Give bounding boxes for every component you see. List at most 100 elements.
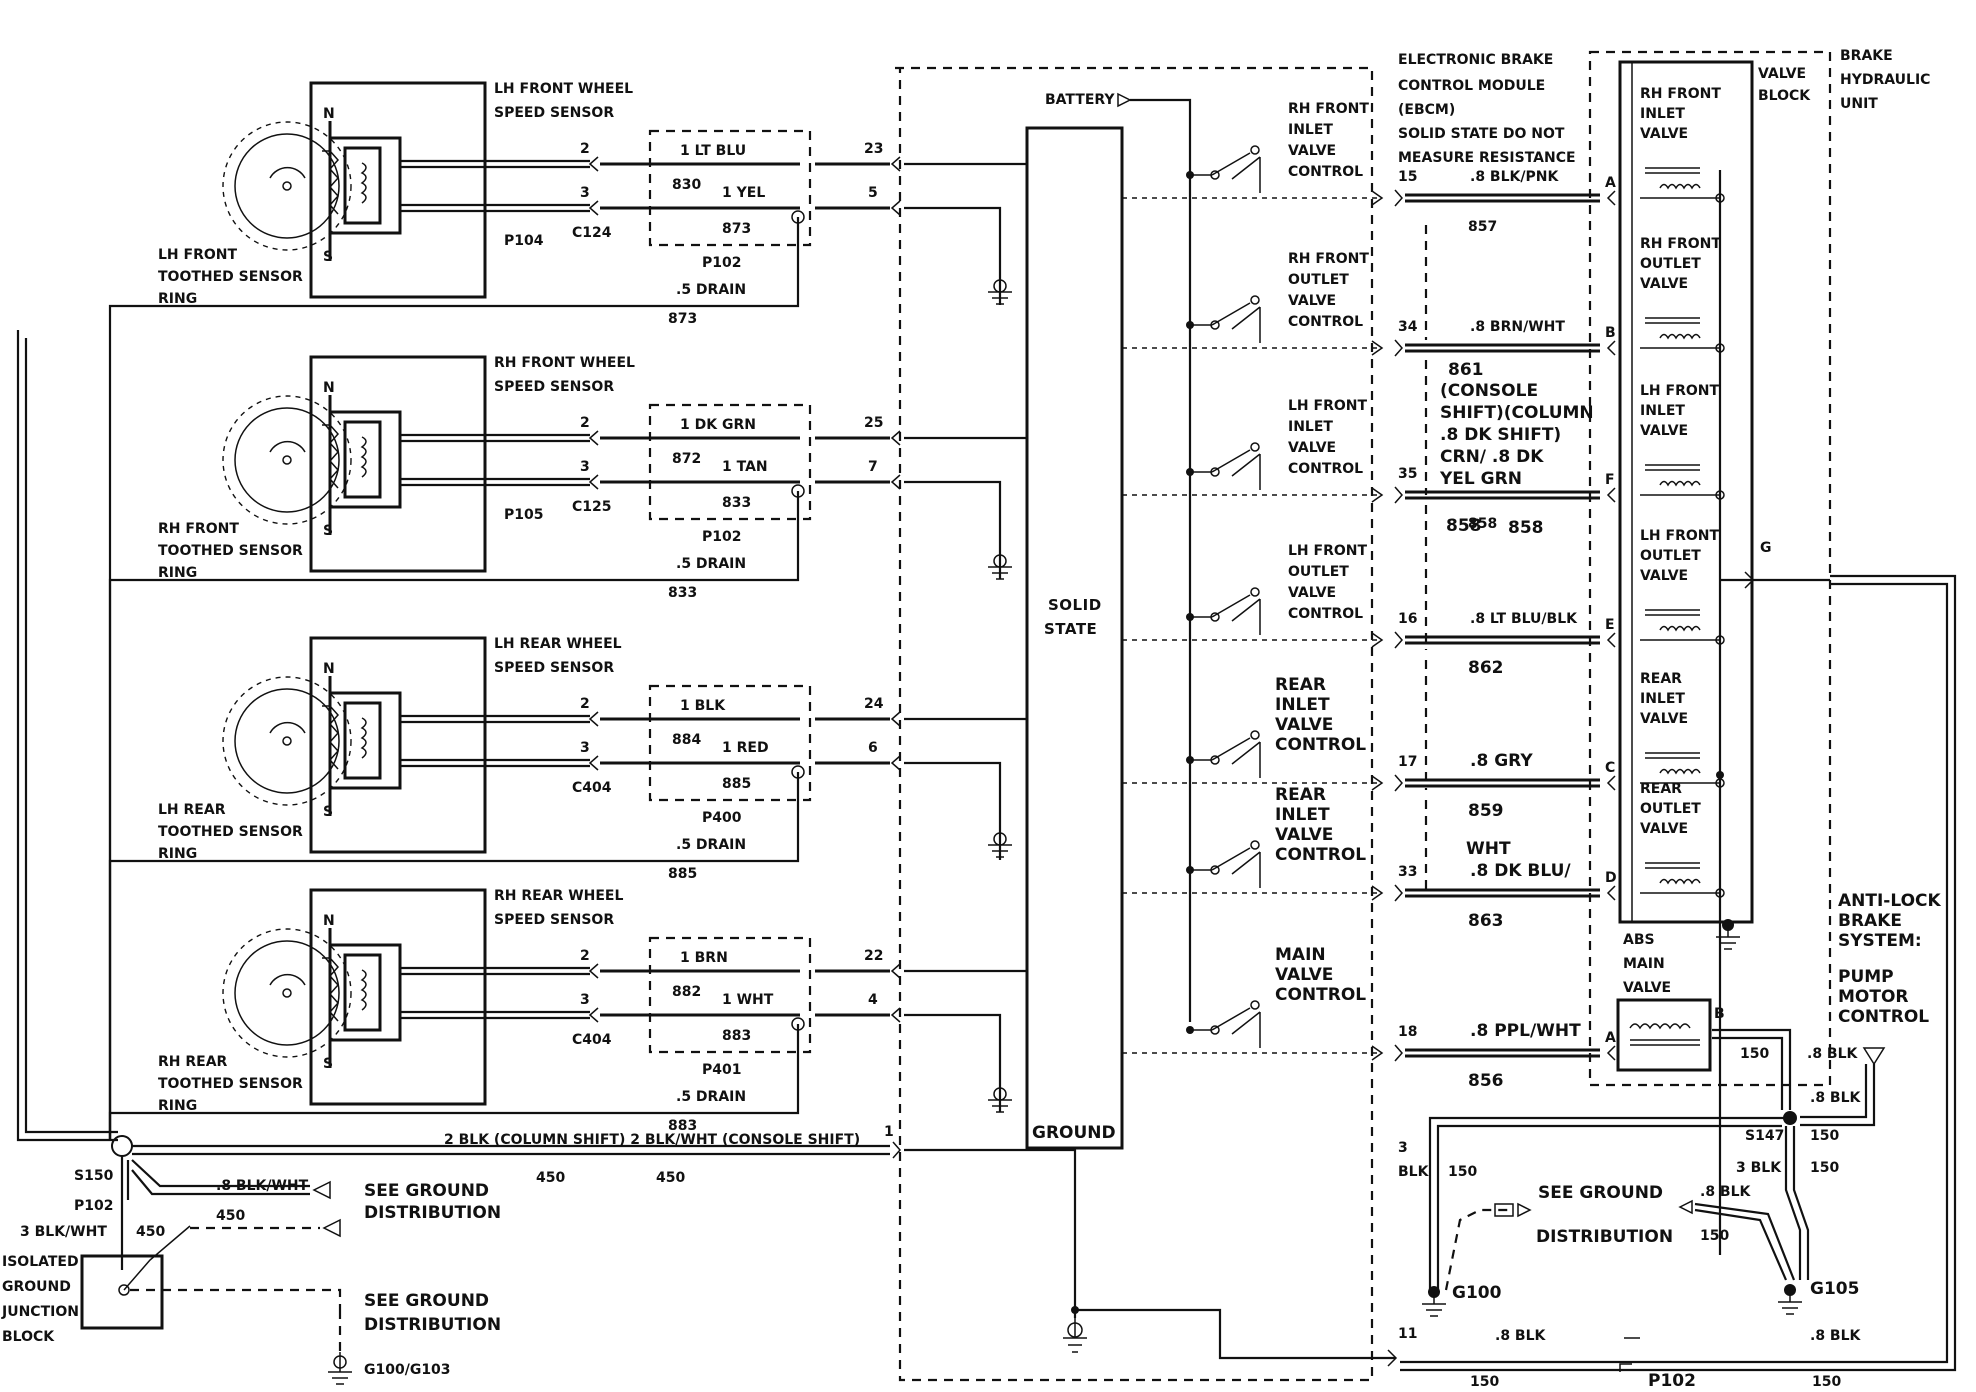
term-a: 2	[580, 141, 590, 157]
sensor-title-2: SPEED SENSOR	[494, 379, 614, 395]
ring-label-3: RING	[158, 846, 197, 862]
lr-right-arrow	[1678, 1199, 1693, 1215]
pole-s: S	[323, 523, 333, 539]
isolated-label-line: GROUND	[2, 1279, 71, 1295]
valve-wire	[1405, 635, 1600, 645]
lr-3blk-v1: 3	[1398, 1140, 1408, 1156]
valve-cavity: D	[1605, 870, 1617, 886]
drain-circ: 883	[668, 1118, 697, 1134]
lr-150-g: 150	[1812, 1374, 1841, 1390]
sensor-housing	[309, 888, 487, 1106]
ebcm-title-1: ELECTRONIC BRAKE	[1398, 52, 1553, 68]
valve-block-label-2: BLOCK	[1758, 88, 1811, 104]
shield-enclosure	[648, 684, 812, 802]
drain-circ: 873	[668, 311, 697, 327]
circ-bot-label: 833	[722, 495, 751, 511]
drain-circ: 833	[668, 585, 697, 601]
wire-to-ebcm	[815, 969, 890, 1017]
signal-arrow-icon	[1371, 1045, 1384, 1061]
ebcm-pin: 15	[1398, 169, 1417, 185]
isolated-label-line: JUNCTION	[1, 1304, 79, 1320]
switch-contact	[1210, 170, 1220, 180]
sensor-teeth	[322, 150, 340, 215]
valve-label-line: REAR	[1275, 675, 1326, 695]
abs-main-label-2: MAIN	[1623, 956, 1665, 972]
conn-p2: P102	[702, 529, 741, 545]
isolated-label-line: ISOLATED	[2, 1254, 79, 1270]
valve-wire	[1405, 1048, 1600, 1058]
ebcm-pin-chevron	[1394, 486, 1403, 504]
ebcm-pin: 34	[1398, 319, 1418, 335]
drain-label: .5 DRAIN	[676, 1089, 746, 1105]
solenoid-coil-icon	[1645, 609, 1701, 632]
lr-pin11: 11	[1398, 1326, 1417, 1342]
signal-arrow-icon	[1371, 775, 1384, 791]
abs-main-label-1: ABS	[1623, 932, 1655, 948]
circ-bot-label: 883	[722, 1028, 751, 1044]
valve-wire-color: .8 PPL/WHT	[1470, 1021, 1581, 1041]
ring-label-1: RH FRONT	[158, 521, 239, 537]
wire-top-label: 1 BRN	[680, 950, 728, 966]
cavity-chevron	[1606, 885, 1616, 901]
hyd-valve-label: REAR	[1640, 781, 1682, 797]
battery-arrow	[1117, 92, 1132, 108]
valve-label-line: OUTLET	[1288, 272, 1349, 288]
transistor-switch-icon	[1190, 737, 1261, 778]
ring-label-1: LH REAR	[158, 802, 226, 818]
circ-bot-label: 873	[722, 221, 751, 237]
valve-wire	[1405, 343, 1600, 353]
switch-contact	[1210, 612, 1220, 622]
pin1-chevron	[892, 1141, 901, 1159]
isolated-ground-block	[80, 1254, 164, 1330]
valve-cavity: C	[1605, 760, 1615, 776]
valve-label-line: CONTROL	[1288, 314, 1363, 330]
shift-note-line: (CONSOLE	[1440, 381, 1538, 401]
ebcm-title: ELECTRONIC BRAKE CONTROL MODULE (EBCM) S…	[1398, 52, 1576, 166]
valve-label-line: CONTROL	[1288, 461, 1363, 477]
conn-p: P104	[504, 233, 544, 249]
pump-motor-note: ANTI-LOCK BRAKE SYSTEM: PUMP MOTOR CONTR…	[1838, 891, 1942, 1027]
term-b: 3	[580, 185, 590, 201]
ground-stud	[118, 1284, 130, 1296]
toothed-ring	[234, 940, 340, 1046]
wire-top-sensor	[400, 966, 590, 976]
ring-label-3: RING	[158, 565, 197, 581]
gp-shift-text: 2 BLK (COLUMN SHIFT) 2 BLK/WHT (CONSOLE …	[444, 1132, 860, 1148]
circ-top-label: 872	[672, 451, 701, 467]
hyd-valve-label: OUTLET	[1640, 548, 1701, 564]
ebcm-pin-chevrons	[890, 711, 901, 771]
valve-cavity: F	[1605, 472, 1615, 488]
valve-wire	[1405, 490, 1600, 500]
drain-wire	[108, 491, 800, 1140]
conn-p2: P401	[702, 1062, 741, 1078]
hyd-valve-label: VALVE	[1640, 568, 1688, 584]
lr-g100: G100	[1452, 1283, 1502, 1303]
valve-label-line: OUTLET	[1288, 564, 1349, 580]
wire-bot-sensor	[400, 1010, 590, 1020]
valve-wire-color: .8 BLK/PNK	[1470, 169, 1559, 185]
ebcm-pin-chevrons	[890, 156, 901, 216]
rotation-arrow-icon	[269, 440, 306, 453]
tone-ring-outline	[222, 676, 352, 806]
valve-label-line: RH FRONT	[1288, 101, 1369, 117]
drain-terminal	[791, 1017, 805, 1031]
switch-contact	[1250, 587, 1260, 597]
ebcm-pin-chevron	[1394, 339, 1403, 357]
wire-top-sensor	[400, 714, 590, 724]
shift-circ: 861	[1448, 360, 1484, 380]
valve-block-inner	[1631, 61, 1753, 923]
valve-label-line: INLET	[1275, 805, 1330, 825]
ring-label-2: TOOTHED SENSOR	[158, 543, 303, 559]
pump-line-6: CONTROL	[1838, 1007, 1929, 1027]
tone-ring-outline	[222, 395, 352, 525]
valve-label-line: VALVE	[1288, 585, 1336, 601]
pin-top: 24	[864, 696, 884, 712]
lr-g105-ground	[1778, 1290, 1802, 1315]
ebcm-title-2: CONTROL MODULE	[1398, 78, 1545, 94]
lr-p102: P102	[1648, 1371, 1696, 1391]
signal-arrow-icon	[1371, 885, 1384, 901]
hydraulic-unit-label-2: HYDRAULIC	[1840, 72, 1930, 88]
